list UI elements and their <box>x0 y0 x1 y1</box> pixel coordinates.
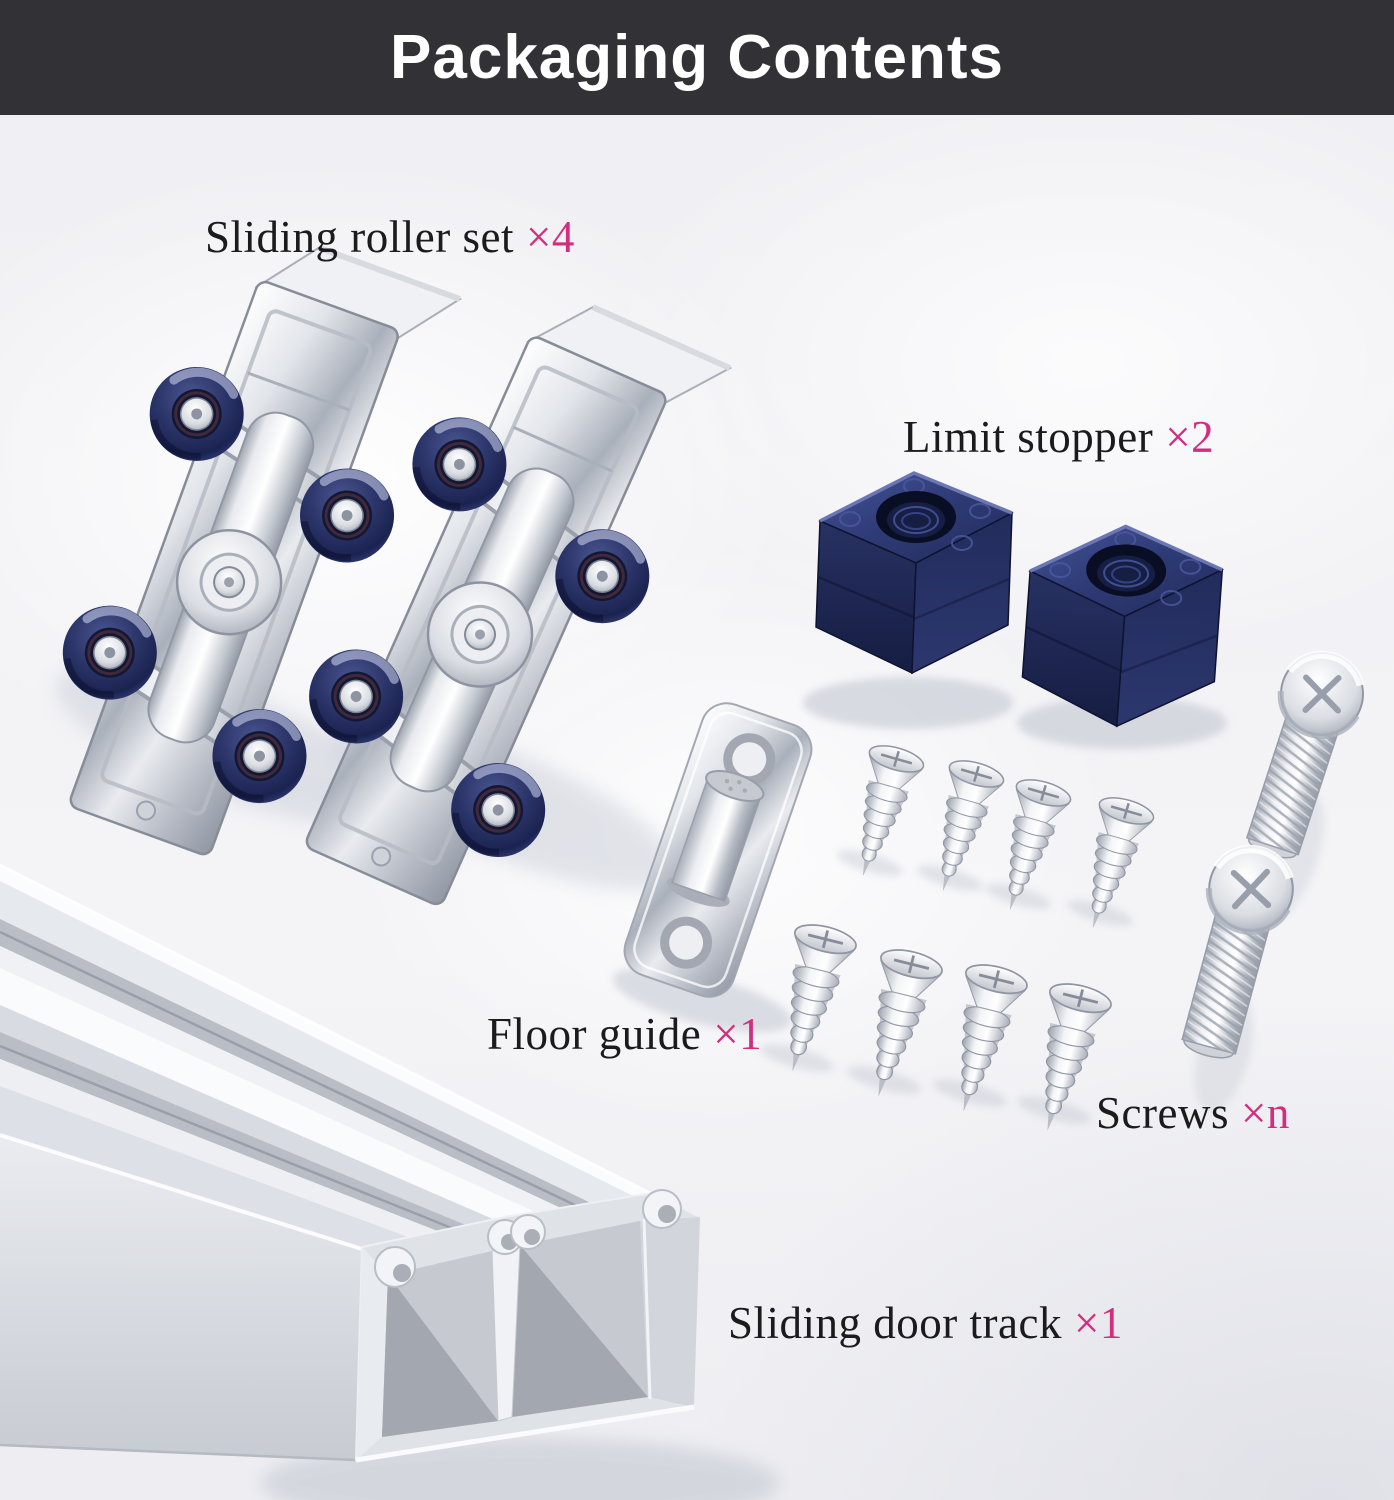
floor-guide <box>623 702 813 998</box>
limit-stopper-1 <box>814 471 1014 675</box>
track-front-face <box>0 1135 365 1460</box>
label-floor-guide: Floor guide×1 <box>487 1008 762 1060</box>
label-count: ×4 <box>525 212 575 262</box>
label-text: Screws <box>1096 1088 1229 1138</box>
label-screws: Screws×n <box>1096 1087 1290 1139</box>
label-text: Sliding door track <box>728 1298 1062 1348</box>
product-photo: Sliding roller set×4 Limit stopper×2 Flo… <box>0 115 1394 1500</box>
limit-stopper-2 <box>1019 521 1226 732</box>
page-title: Packaging Contents <box>390 23 1004 92</box>
machine-screw-1 <box>1231 642 1374 867</box>
label-count: ×n <box>1240 1088 1290 1138</box>
machine-screw-2 <box>1166 838 1302 1067</box>
label-sliding-door-track: Sliding door track×1 <box>728 1297 1123 1349</box>
label-count: ×1 <box>1073 1298 1123 1348</box>
label-count: ×2 <box>1165 412 1215 462</box>
product-photo-illustration <box>0 115 1394 1500</box>
label-text: Sliding roller set <box>205 212 514 262</box>
title-banner: Packaging Contents <box>0 0 1394 115</box>
sliding-door-track <box>0 863 702 1463</box>
label-count: ×1 <box>713 1009 763 1059</box>
label-limit-stopper: Limit stopper×2 <box>903 411 1214 463</box>
label-text: Floor guide <box>487 1009 702 1059</box>
label-text: Limit stopper <box>903 412 1154 462</box>
label-sliding-roller-set: Sliding roller set×4 <box>205 211 575 263</box>
